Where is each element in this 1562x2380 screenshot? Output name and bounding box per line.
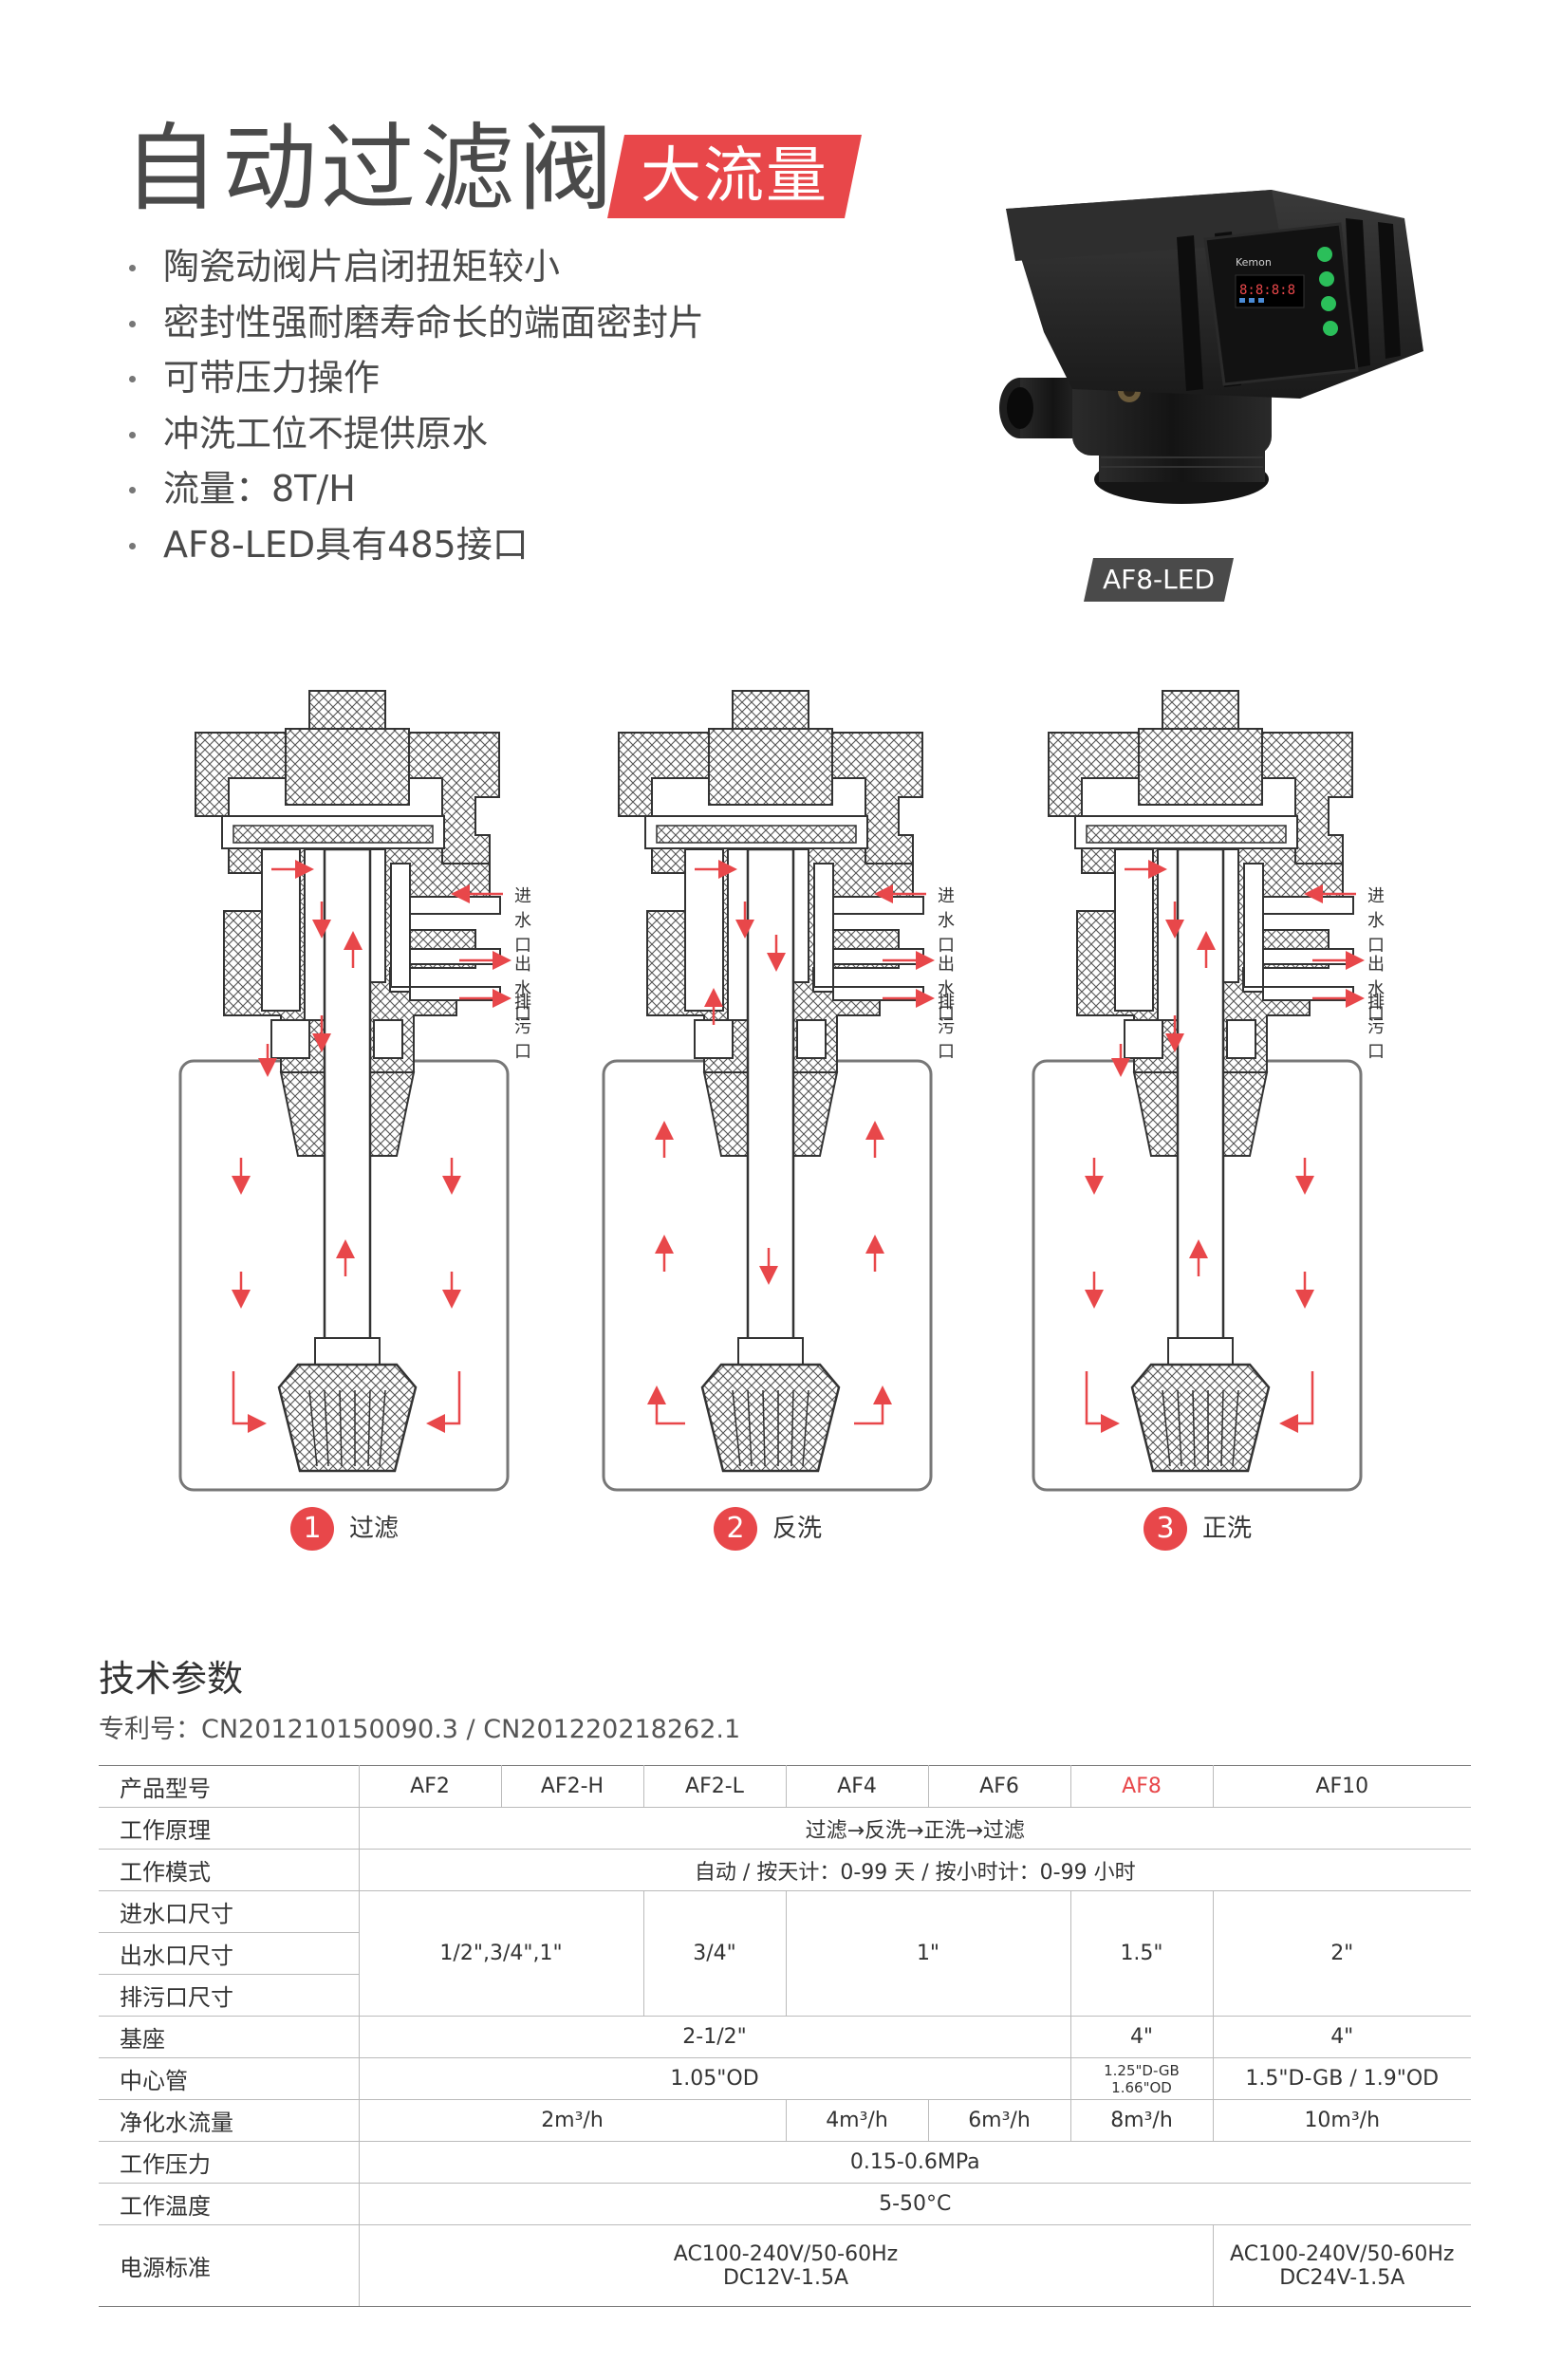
table-cell-line: 1.25"D-GB xyxy=(1104,2061,1180,2079)
table-row: 进水口尺寸 1/2",3/4",1" 3/4" 1" 1.5" 2" xyxy=(99,1890,1471,2017)
badge-label: 大流量 xyxy=(641,141,828,212)
port-label-drain: 排污口 xyxy=(1367,993,1385,1062)
table-cell: 1.25"D-GB 1.66"OD xyxy=(1069,2057,1214,2100)
table-cell: 1/2",3/4",1" xyxy=(358,1890,644,2017)
feature-item: AF8-LED具有485接口 xyxy=(123,517,704,573)
table-row: 工作原理 过滤→反洗→正洗→过滤 xyxy=(99,1807,1471,1850)
table-row: 中心管 1.05"OD 1.25"D-GB 1.66"OD 1.5"D-GB /… xyxy=(99,2057,1471,2100)
table-row: 净化水流量 2m³/h 4m³/h 6m³/h 8m³/h 10m³/h xyxy=(99,2099,1471,2142)
table-row: 产品型号 AF2 AF2-H AF2-L AF4 AF6 AF8 AF10 xyxy=(99,1765,1471,1808)
port-label-outlet: 出水口 xyxy=(514,955,531,1024)
table-cell: AC100-240V/50-60Hz DC12V-1.5A xyxy=(358,2224,1214,2307)
spec-table: 产品型号 AF2 AF2-H AF2-L AF4 AF6 AF8 AF10 工作… xyxy=(99,1765,1471,2307)
table-cell: 0.15-0.6MPa xyxy=(358,2141,1471,2184)
port-label-drain: 排污口 xyxy=(514,993,531,1062)
spec-title: 技术参数 xyxy=(99,1658,244,1700)
row-label: 工作温度 xyxy=(99,2183,360,2225)
row-label: 工作压力 xyxy=(99,2141,360,2184)
page-title: 自动过滤阀 xyxy=(123,113,617,224)
product-image: Kemon 8:8:8:8 xyxy=(987,152,1442,550)
row-label: 出水口尺寸 xyxy=(99,1932,359,1975)
row-label: 产品型号 xyxy=(99,1765,360,1808)
svg-text:8:8:8:8: 8:8:8:8 xyxy=(1239,283,1295,298)
table-cell: 2-1/2" xyxy=(358,2016,1071,2058)
step-label: 过滤 xyxy=(349,1515,400,1543)
badge: 大流量 xyxy=(607,135,862,218)
badge-shape xyxy=(607,135,862,218)
table-cell: 4" xyxy=(1212,2016,1471,2058)
product-brand: Kemon xyxy=(1236,256,1272,269)
valve-diagram-3: 进水口 出水口 排污口 3 正洗 xyxy=(1030,683,1390,1556)
table-row: 排污口尺寸 xyxy=(99,1974,1471,2017)
port-label-inlet: 进水口 xyxy=(938,886,955,956)
table-cell-line: 1.66"OD xyxy=(1111,2078,1172,2096)
table-row: 工作模式 自动 / 按天计：0-99 天 / 按小时计：0-99 小时 xyxy=(99,1849,1471,1891)
table-cell: 4" xyxy=(1069,2016,1214,2058)
patent-number: 专利号：CN201210150090.3 / CN201220218262.1 xyxy=(99,1715,741,1744)
table-cell: 1.5"D-GB / 1.9"OD xyxy=(1212,2057,1471,2100)
table-cell: AF2-H xyxy=(500,1765,644,1808)
row-label: 净化水流量 xyxy=(99,2099,360,2142)
row-label: 中心管 xyxy=(99,2057,360,2100)
table-cell: 10m³/h xyxy=(1212,2099,1471,2142)
row-label: 排污口尺寸 xyxy=(99,1974,359,2017)
row-label: 进水口尺寸 xyxy=(99,1890,360,1933)
step-label: 反洗 xyxy=(772,1515,823,1543)
table-cell: 8m³/h xyxy=(1069,2099,1214,2142)
valve-diagram-1: 进水口 出水口 排污口 1 过滤 xyxy=(177,683,537,1556)
feature-item: 密封性强耐磨寿命长的端面密封片 xyxy=(123,295,704,351)
table-cell: 2m³/h xyxy=(358,2099,787,2142)
valve-diagram-2: 进水口 出水口 排污口 2 反洗 xyxy=(600,683,960,1556)
table-cell: 6m³/h xyxy=(927,2099,1071,2142)
step-number: 2 xyxy=(714,1507,757,1551)
step-number: 3 xyxy=(1144,1507,1187,1551)
row-label: 电源标准 xyxy=(99,2224,360,2307)
table-cell: 1.5" xyxy=(1069,1890,1214,2017)
table-cell: 1.05"OD xyxy=(358,2057,1071,2100)
table-cell-line: AC100-240V/50-60Hz xyxy=(673,2241,899,2266)
feature-item: 流量：8T/H xyxy=(123,461,704,517)
port-label-outlet: 出水口 xyxy=(1367,955,1385,1024)
port-label-drain: 排污口 xyxy=(938,993,955,1062)
step-label: 正洗 xyxy=(1202,1515,1253,1543)
feature-item: 冲洗工位不提供原水 xyxy=(123,406,704,462)
table-cell: 自动 / 按天计：0-99 天 / 按小时计：0-99 小时 xyxy=(358,1849,1471,1891)
table-row: 电源标准 AC100-240V/50-60Hz DC12V-1.5A AC100… xyxy=(99,2224,1471,2307)
table-cell: AF2-L xyxy=(642,1765,787,1808)
row-label: 工作模式 xyxy=(99,1849,360,1891)
table-cell: 过滤→反洗→正洗→过滤 xyxy=(358,1807,1471,1850)
table-row: 基座 2-1/2" 4" 4" xyxy=(99,2016,1471,2058)
feature-list: 陶瓷动阀片启闭扭矩较小 密封性强耐磨寿命长的端面密封片 可带压力操作 冲洗工位不… xyxy=(123,239,704,572)
table-cell-line: DC12V-1.5A xyxy=(722,2265,849,2290)
table-cell: 4m³/h xyxy=(785,2099,929,2142)
table-row: 工作温度 5-50°C xyxy=(99,2183,1471,2225)
table-row: 工作压力 0.15-0.6MPa xyxy=(99,2141,1471,2184)
row-label: 工作原理 xyxy=(99,1807,360,1850)
feature-item: 陶瓷动阀片启闭扭矩较小 xyxy=(123,239,704,295)
feature-item: 可带压力操作 xyxy=(123,350,704,406)
table-cell: AF6 xyxy=(927,1765,1071,1808)
port-label-inlet: 进水口 xyxy=(514,886,531,956)
product-label-shape xyxy=(1084,558,1234,602)
step-number: 1 xyxy=(290,1507,334,1551)
table-cell-highlight: AF8 xyxy=(1069,1765,1214,1808)
product-label: AF8-LED xyxy=(1084,558,1234,602)
table-cell: AF2 xyxy=(358,1765,502,1808)
port-label-outlet: 出水口 xyxy=(938,955,955,1024)
table-cell-line: AC100-240V/50-60Hz xyxy=(1230,2241,1455,2266)
table-cell: AF10 xyxy=(1212,1765,1471,1808)
product-label-text: AF8-LED xyxy=(1102,564,1216,595)
port-label-inlet: 进水口 xyxy=(1367,886,1385,956)
table-cell-line: DC24V-1.5A xyxy=(1279,2265,1405,2290)
table-cell: 1" xyxy=(785,1890,1071,2017)
table-cell: AC100-240V/50-60Hz DC24V-1.5A xyxy=(1212,2224,1471,2307)
table-cell: AF4 xyxy=(785,1765,929,1808)
table-cell: 2" xyxy=(1212,1890,1471,2017)
table-cell: 3/4" xyxy=(642,1890,787,2017)
table-cell: 5-50°C xyxy=(358,2183,1471,2225)
row-label: 基座 xyxy=(99,2016,360,2058)
